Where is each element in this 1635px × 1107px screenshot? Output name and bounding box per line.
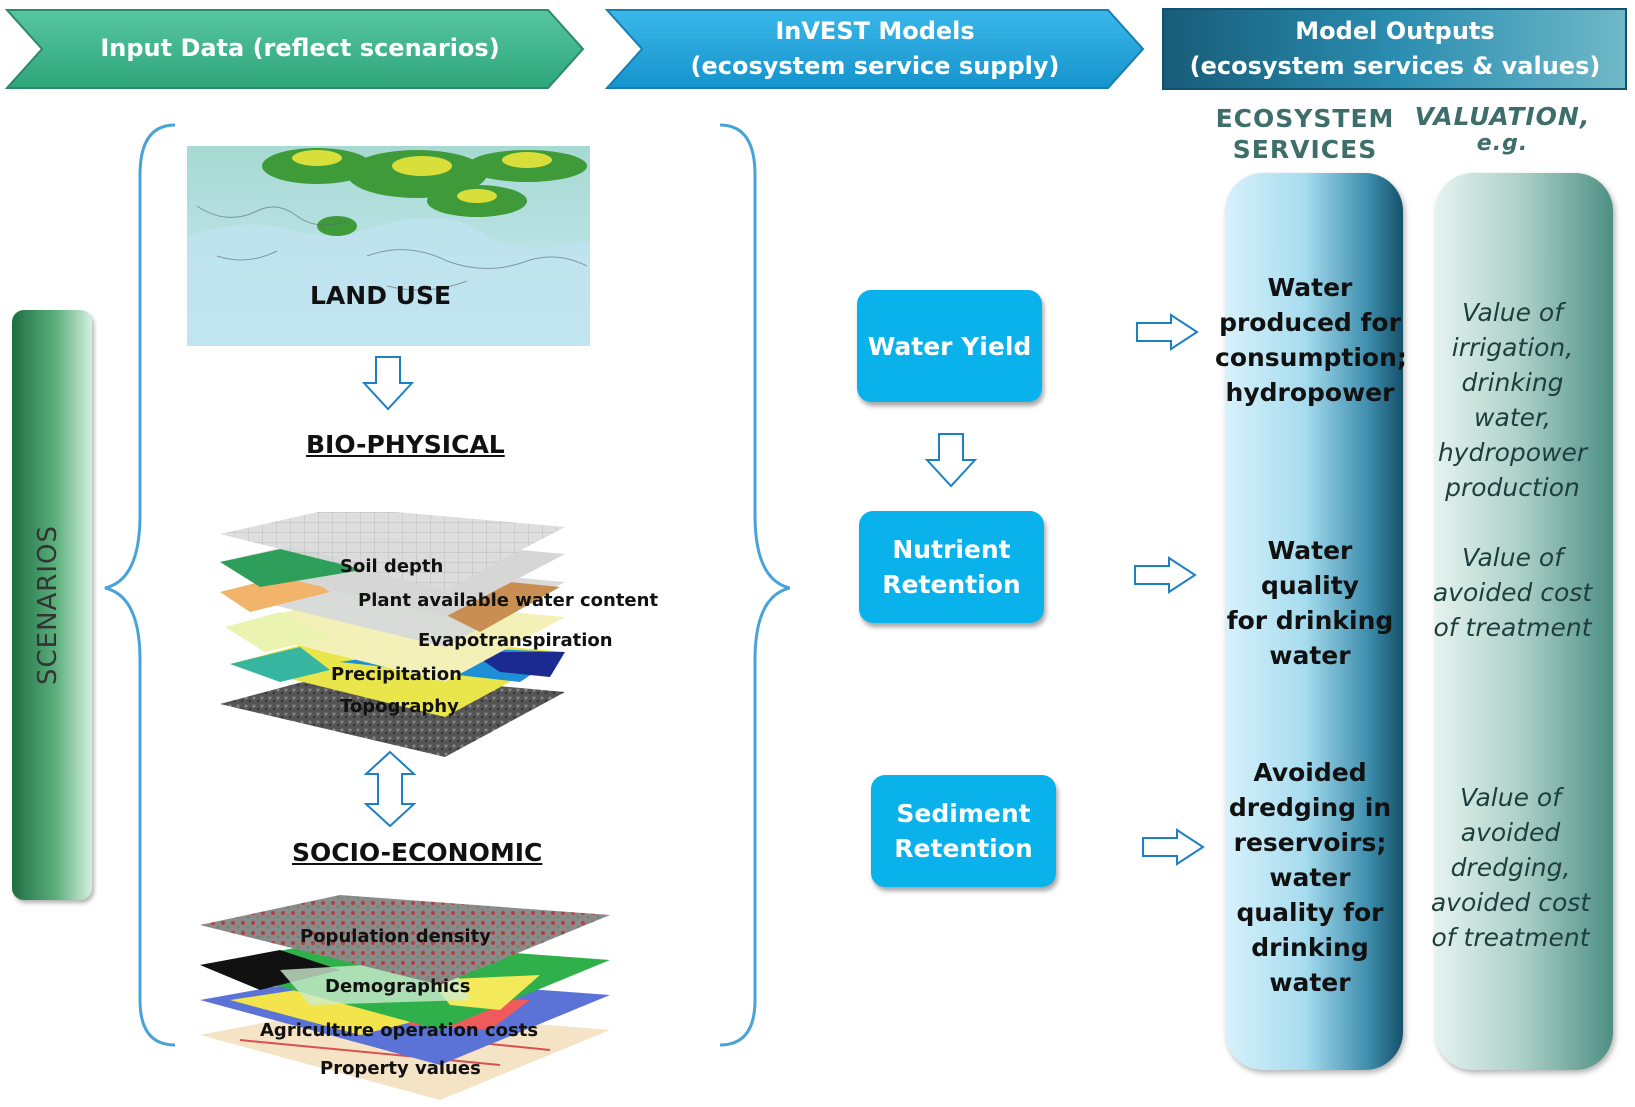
service-avoided-dredging: Avoided dredging in reservoirs; water qu… — [1215, 755, 1405, 1000]
valuation-header-line1: VALUATION, — [1414, 102, 1591, 131]
service-line: water — [1269, 641, 1351, 670]
value-line: water, — [1474, 403, 1551, 432]
service-line: dredging in — [1228, 793, 1392, 822]
soil-depth-label: Soil depth — [340, 556, 444, 577]
nutrient-label-line2: Retention — [882, 570, 1021, 599]
value-line: Value of — [1461, 298, 1564, 327]
socio-economic-title: SOCIO-ECONOMIC — [292, 838, 543, 867]
outputs-header-line1: Model Outputs — [1295, 17, 1495, 45]
value-line: drinking — [1461, 368, 1564, 397]
service-water-quality: Water quality for drinking water — [1215, 533, 1405, 673]
value-line: avoided — [1460, 818, 1561, 847]
outputs-header-bar — [1162, 8, 1627, 90]
scenarios-bar — [12, 310, 92, 900]
soil-depth-layer — [220, 512, 565, 590]
water-yield-label: Water Yield — [867, 331, 1032, 361]
input-header-label: Input Data (reflect scenarios) — [100, 34, 500, 62]
nutrient-label-line1: Nutrient — [892, 535, 1011, 564]
agriculture-costs-label: Agriculture operation costs — [260, 1020, 539, 1041]
value-line: avoided cost — [1432, 578, 1593, 607]
value-water-production: Value of irrigation, drinking water, hyd… — [1420, 295, 1605, 505]
service-line: water — [1269, 968, 1351, 997]
precipitation-label: Precipitation — [331, 664, 462, 685]
service-line: for drinking — [1226, 606, 1394, 635]
left-brace — [104, 123, 176, 1047]
land-use-label: LAND USE — [310, 281, 452, 310]
value-line: production — [1445, 473, 1580, 502]
service-line: Water — [1267, 273, 1353, 302]
property-values-label: Property values — [320, 1058, 481, 1079]
services-header-line2: SERVICES — [1232, 135, 1378, 164]
services-header-line1: ECOSYSTEM — [1215, 104, 1395, 133]
value-line: hydropower — [1437, 438, 1588, 467]
sediment-label-line1: Sediment — [896, 799, 1031, 828]
header-chevrons — [4, 8, 1627, 90]
service-line: Avoided — [1253, 758, 1367, 787]
service-line: consumption; — [1215, 343, 1407, 372]
value-water-quality: Value of avoided cost of treatment — [1420, 540, 1605, 645]
water-yield-model[interactable]: Water Yield — [857, 290, 1042, 402]
bio-physical-title: BIO-PHYSICAL — [306, 430, 505, 459]
down-arrow-icon — [362, 356, 414, 411]
right-brace — [719, 123, 790, 1047]
services-column-header: ECOSYSTEM SERVICES — [1205, 103, 1405, 165]
service-water-production: Water produced for consumption; hydropow… — [1215, 270, 1407, 410]
models-header-line2: (ecosystem service supply) — [690, 52, 1060, 80]
nutrient-retention-model[interactable]: Nutrient Retention — [859, 511, 1044, 623]
service-line: quality for — [1236, 898, 1384, 927]
service-line: hydropower — [1225, 378, 1395, 407]
outputs-header-line2: (ecosystem services & values) — [1189, 52, 1601, 80]
service-line: drinking — [1251, 933, 1369, 962]
demographics-label: Demographics — [325, 976, 471, 997]
value-line: Value of — [1461, 543, 1564, 572]
land-use-map — [187, 146, 590, 346]
models-header-chevron — [604, 9, 1145, 89]
service-line: Water quality — [1261, 536, 1359, 600]
input-braces — [104, 123, 790, 1047]
service-line: produced for — [1219, 308, 1401, 337]
value-avoided-dredging: Value of avoided dredging, avoided cost … — [1418, 780, 1603, 955]
socio-economic-layer-stack — [200, 895, 610, 1100]
topography-label: Topography — [340, 696, 459, 717]
value-line: Value of — [1459, 783, 1562, 812]
value-line: avoided cost — [1430, 888, 1591, 917]
population-density-label: Population density — [300, 926, 491, 947]
input-header-chevron — [4, 9, 585, 89]
models-header-line1: InVEST Models — [775, 17, 975, 45]
service-line: reservoirs; — [1233, 828, 1387, 857]
bio-physical-layer-stack — [220, 512, 565, 757]
right-arrow-icon — [1142, 828, 1205, 866]
value-line: dredging, — [1450, 853, 1571, 882]
sediment-retention-model[interactable]: Sediment Retention — [871, 775, 1056, 887]
sediment-label-line2: Retention — [894, 834, 1033, 863]
population-density-layer — [200, 895, 610, 985]
output-columns — [1225, 173, 1613, 1070]
valuation-header-line2: e.g. — [1476, 131, 1529, 156]
down-arrow-icon — [925, 433, 977, 488]
right-arrow-icon — [1134, 556, 1197, 594]
double-arrow-icon — [364, 750, 416, 828]
right-arrow-icon — [1136, 313, 1199, 351]
value-line: irrigation, — [1451, 333, 1574, 362]
value-line: of treatment — [1431, 923, 1590, 952]
valuation-column-header: VALUATION, e.g. — [1410, 103, 1595, 157]
value-line: of treatment — [1433, 613, 1592, 642]
service-line: water — [1269, 863, 1351, 892]
scenarios-label: SCENARIOS — [33, 524, 63, 686]
evapotranspiration-label: Evapotranspiration — [418, 630, 613, 651]
plant-water-label: Plant available water content — [358, 590, 659, 611]
services-column — [1225, 173, 1403, 1070]
valuation-column — [1435, 173, 1613, 1070]
